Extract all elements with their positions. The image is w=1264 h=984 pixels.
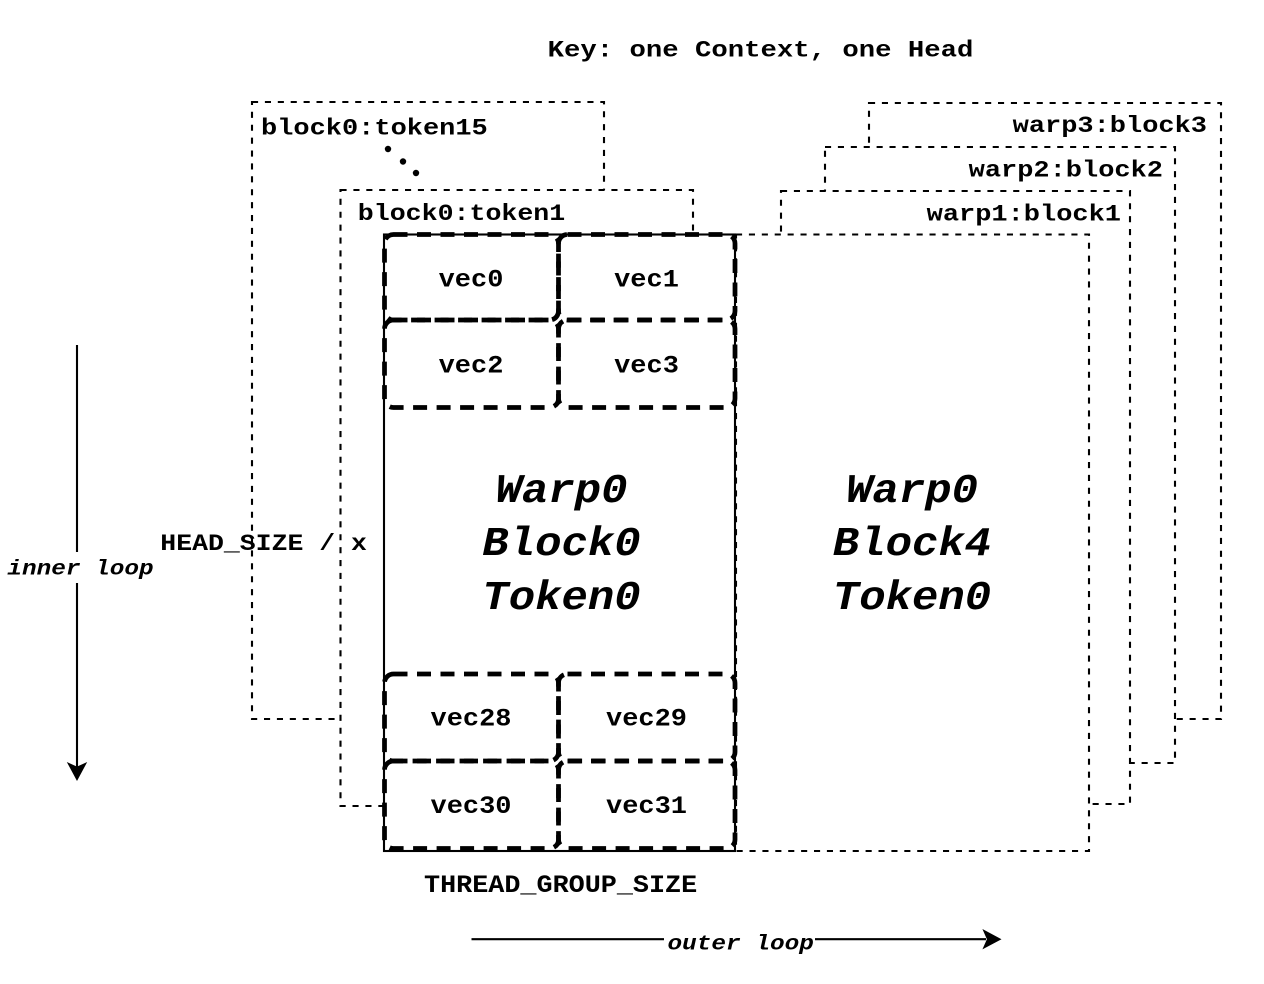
- svg-text:Token0: Token0: [482, 575, 640, 621]
- svg-text:vec31: vec31: [606, 792, 687, 821]
- svg-text:block0:token15: block0:token15: [261, 115, 488, 142]
- svg-text:Key: one Context, one Head: Key: one Context, one Head: [548, 37, 974, 64]
- svg-text:Warp0: Warp0: [496, 469, 628, 515]
- svg-text:Block4: Block4: [833, 521, 991, 567]
- svg-text:warp3:block3: warp3:block3: [1013, 113, 1207, 140]
- svg-text:vec2: vec2: [439, 351, 504, 380]
- svg-text:vec0: vec0: [439, 265, 504, 294]
- svg-text:outer loop: outer loop: [668, 932, 814, 956]
- svg-text:warp1:block1: warp1:block1: [927, 201, 1121, 228]
- svg-text:block0:token1: block0:token1: [358, 202, 565, 228]
- svg-text:THREAD_GROUP_SIZE: THREAD_GROUP_SIZE: [424, 871, 697, 900]
- svg-text:vec30: vec30: [431, 792, 512, 821]
- svg-text:inner loop: inner loop: [7, 557, 153, 581]
- svg-text:vec28: vec28: [431, 704, 512, 733]
- svg-text:Block0: Block0: [482, 521, 640, 567]
- svg-text:vec3: vec3: [614, 351, 679, 380]
- svg-text:Token0: Token0: [833, 575, 991, 621]
- svg-text:HEAD_SIZE / x: HEAD_SIZE / x: [160, 531, 367, 557]
- svg-text:Warp0: Warp0: [846, 469, 978, 515]
- svg-text:vec1: vec1: [614, 265, 679, 294]
- svg-text:vec29: vec29: [606, 704, 687, 733]
- svg-text:warp2:block2: warp2:block2: [969, 157, 1163, 184]
